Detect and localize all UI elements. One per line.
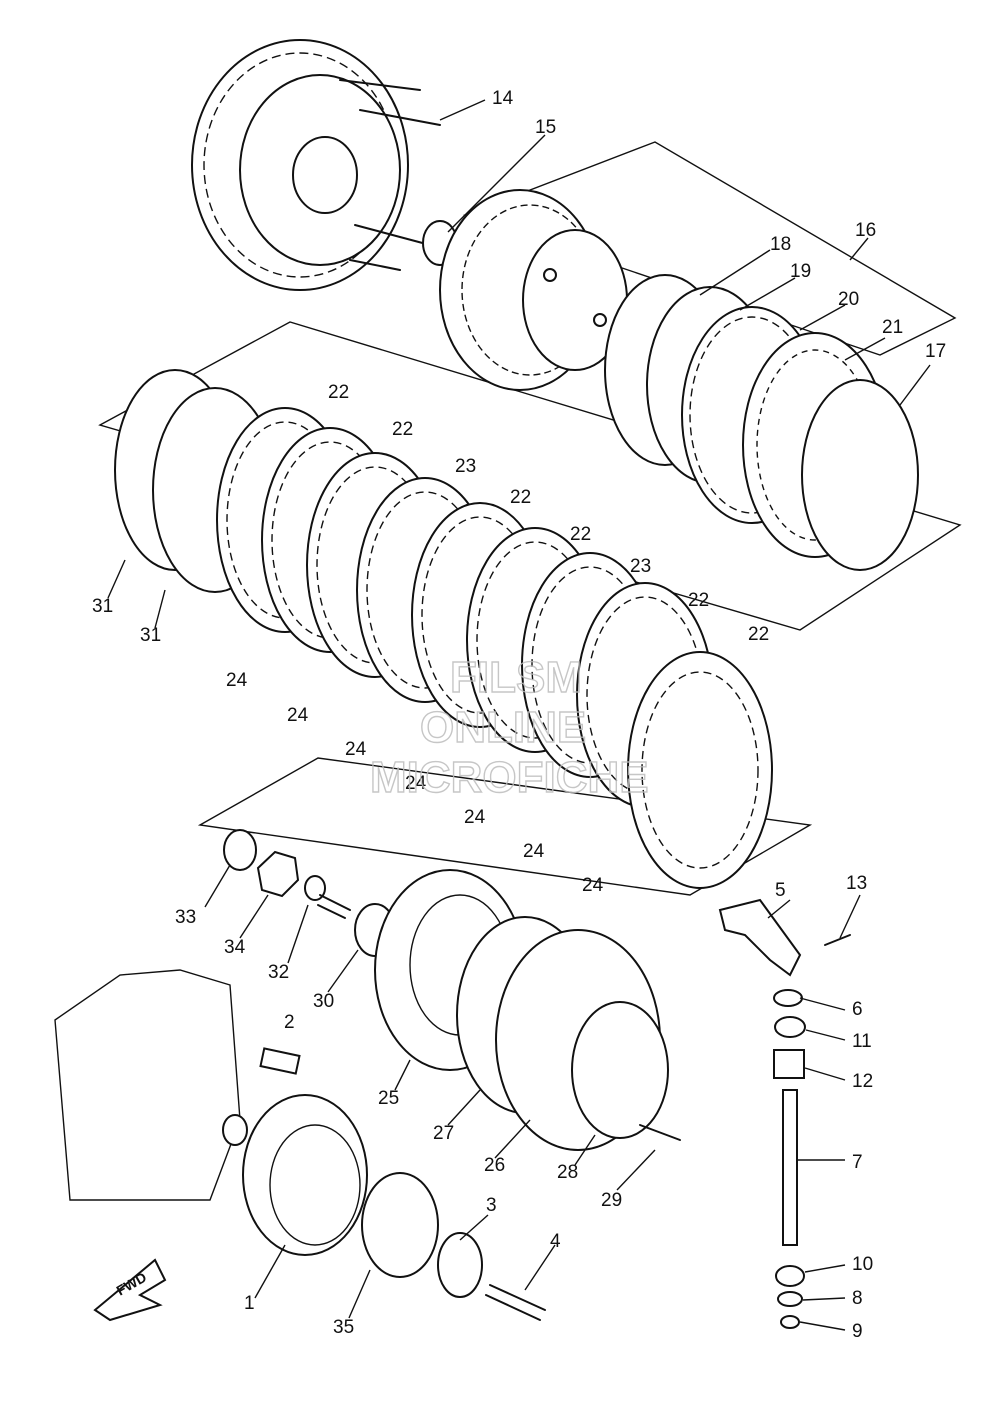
callout-17: 17 (925, 341, 946, 362)
callout-22: 22 (392, 419, 413, 440)
callout-2: 2 (284, 1012, 295, 1033)
push-lever-5[interactable] (718, 898, 802, 977)
screw-13[interactable] (824, 934, 851, 946)
callout-21: 21 (882, 317, 903, 338)
callout-11: 11 (852, 1031, 872, 1052)
callout-24: 24 (405, 773, 427, 794)
callout-10: 10 (852, 1254, 873, 1275)
main-shaft-end (222, 1114, 248, 1146)
leader-lines (107, 99, 931, 1331)
clutch-housing[interactable] (191, 39, 441, 291)
callout-35: 35 (333, 1317, 354, 1338)
watermark-line-3: MICROFICHE (370, 753, 649, 802)
callout-15: 15 (535, 117, 556, 138)
callout-20: 20 (838, 289, 859, 310)
washer-8[interactable] (777, 1291, 803, 1307)
circlip-17[interactable] (801, 379, 919, 571)
callout-34: 34 (224, 937, 246, 958)
bolt-29[interactable] (639, 1124, 681, 1141)
callout-22: 22 (688, 590, 709, 611)
callout-22: 22 (748, 624, 769, 645)
watermark: FILSM ONLINE MICROFICHE (369, 652, 649, 802)
push-lever-shaft-7[interactable] (782, 1089, 798, 1246)
callout-27: 27 (433, 1123, 454, 1144)
callout-29: 29 (601, 1190, 622, 1211)
callout-24: 24 (226, 670, 248, 691)
callout-14: 14 (492, 88, 514, 109)
nut-34[interactable] (256, 850, 300, 898)
spring-6[interactable] (773, 989, 803, 1007)
callout-13: 13 (846, 873, 867, 894)
plate-28[interactable] (571, 1001, 669, 1139)
bushing-10[interactable] (775, 1265, 805, 1287)
gear-35[interactable] (361, 1172, 439, 1278)
callout-6: 6 (852, 999, 863, 1020)
callout-12: 12 (852, 1071, 873, 1092)
callout-19: 19 (790, 261, 811, 282)
callout-4: 4 (550, 1231, 561, 1252)
callout-22: 22 (510, 487, 531, 508)
callout-24: 24 (523, 841, 545, 862)
circlip-9[interactable] (780, 1315, 800, 1329)
callout-24: 24 (287, 705, 309, 726)
callout-32: 32 (268, 962, 289, 983)
callout-23: 23 (455, 456, 476, 477)
washer-33[interactable] (223, 829, 257, 871)
callout-9: 9 (852, 1321, 863, 1342)
callout-30: 30 (313, 991, 334, 1012)
callout-24: 24 (582, 875, 604, 896)
callout-26: 26 (484, 1155, 505, 1176)
callout-25: 25 (378, 1088, 399, 1109)
callout-23: 23 (630, 556, 651, 577)
callout-31: 31 (92, 596, 113, 617)
callout-22: 22 (570, 524, 591, 545)
callout-16: 16 (855, 220, 876, 241)
bearing-12[interactable] (773, 1049, 805, 1079)
callout-1: 1 (244, 1293, 255, 1314)
callout-8: 8 (852, 1288, 863, 1309)
callout-31: 31 (140, 625, 161, 646)
bolt-4[interactable] (485, 1284, 546, 1321)
callout-22: 22 (328, 382, 349, 403)
washer-3[interactable] (437, 1232, 483, 1298)
callout-18: 18 (770, 234, 791, 255)
callout-33: 33 (175, 907, 196, 928)
callout-28: 28 (557, 1162, 578, 1183)
watermark-line-1: FILSM (450, 653, 582, 702)
forward-arrow: FWD (93, 1258, 167, 1322)
crankcase-section (54, 969, 241, 1201)
callout-24: 24 (464, 807, 486, 828)
primary-drive-gear-1[interactable] (242, 1094, 368, 1256)
pressure-group-box (197, 757, 813, 896)
callout-5: 5 (775, 880, 786, 901)
push-rod-32[interactable] (304, 875, 351, 919)
watermark-line-2: ONLINE (420, 703, 586, 752)
key-2[interactable] (259, 1047, 301, 1075)
plate-stack[interactable] (216, 407, 773, 889)
oil-seal-11[interactable] (774, 1016, 806, 1038)
clutch-boss[interactable] (439, 189, 628, 391)
callout-24: 24 (345, 739, 367, 760)
callout-7: 7 (852, 1152, 863, 1173)
callout-labels: 14 15 16 17 18 19 20 21 22 22 23 22 22 2… (92, 88, 946, 1342)
callout-3: 3 (486, 1195, 497, 1216)
